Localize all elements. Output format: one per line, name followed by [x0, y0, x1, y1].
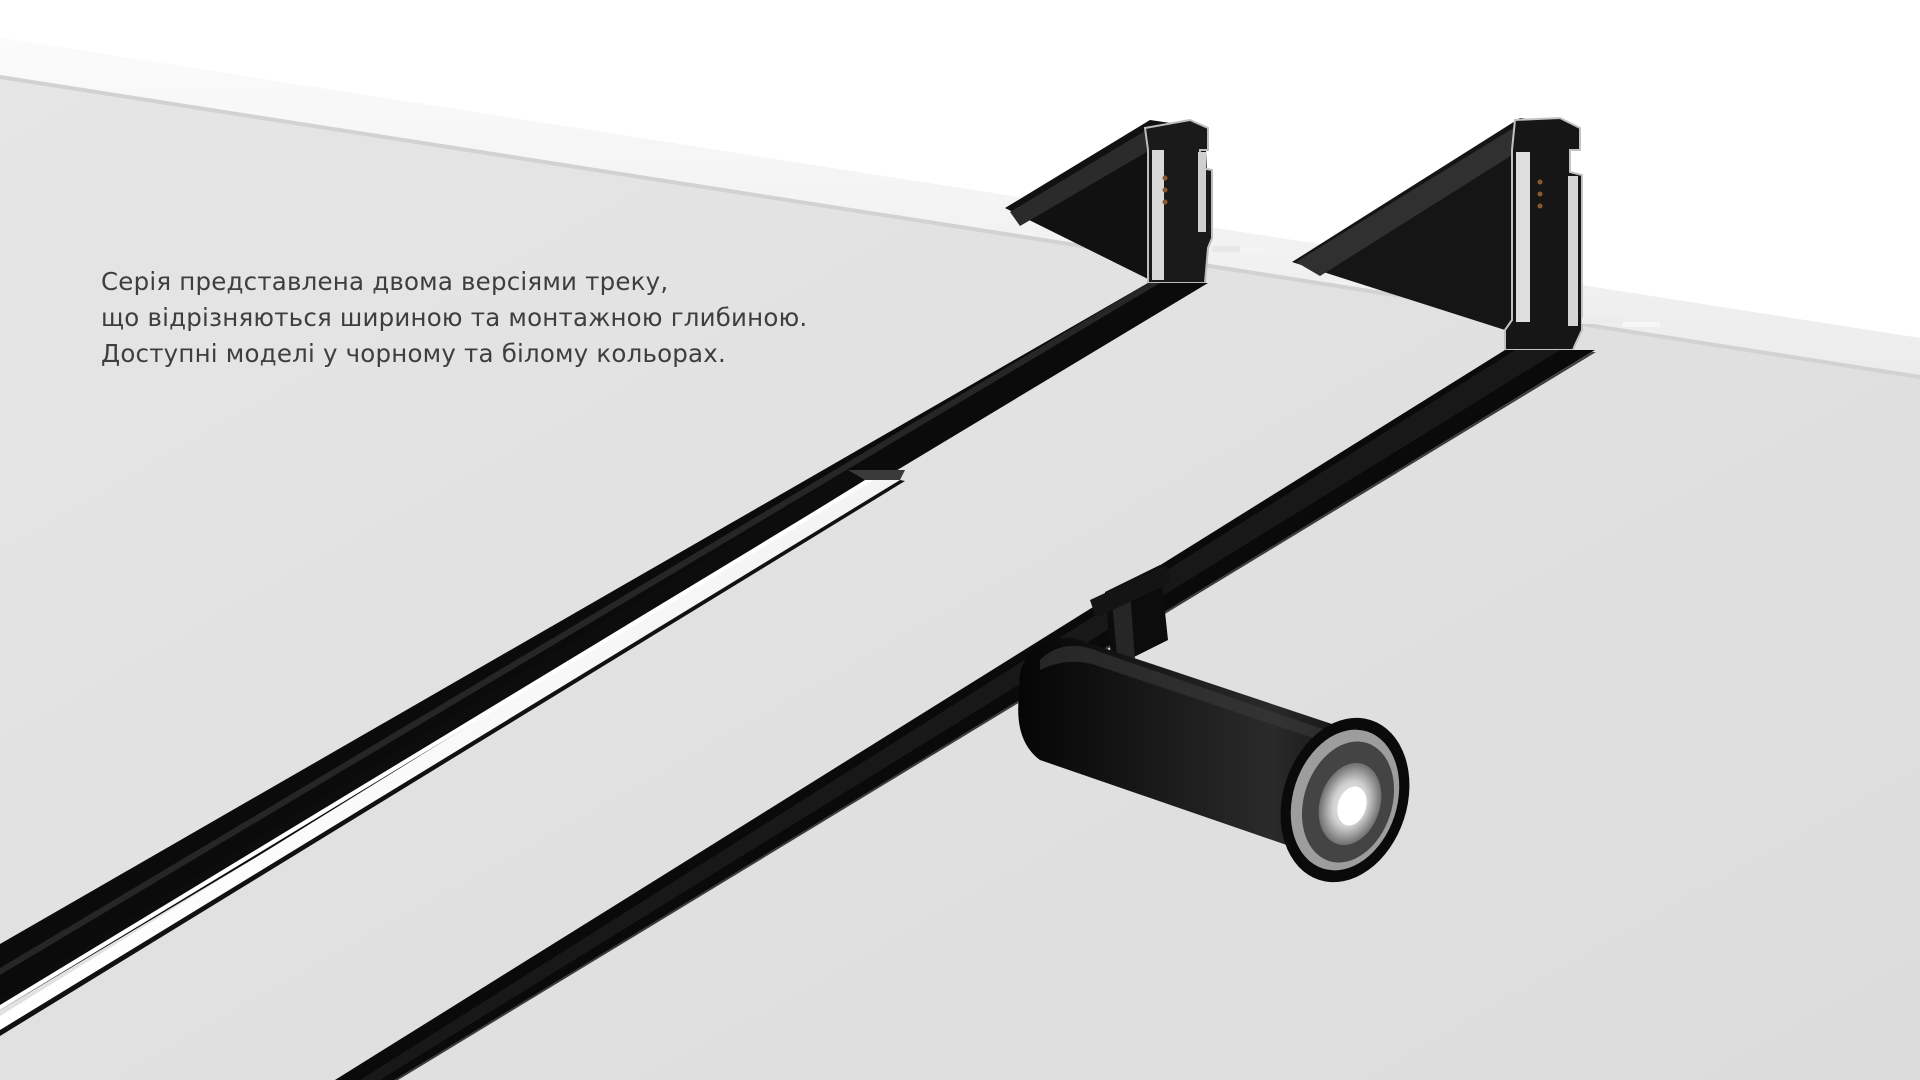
description-line-1: Серія представлена двома версіями треку, [101, 267, 669, 296]
track-profile-icon [1292, 116, 1660, 351]
spotlight-icon [1018, 565, 1410, 883]
track-right [335, 350, 1596, 1080]
description-text: Серія представлена двома версіями треку,… [101, 264, 881, 372]
description-line-3: Доступні моделі у чорному та білому коль… [101, 339, 726, 368]
linear-light-icon [0, 470, 905, 1036]
description-line-2: що відрізняються шириною та монтажною гл… [101, 303, 808, 332]
track-profile-icon [1005, 118, 1264, 284]
